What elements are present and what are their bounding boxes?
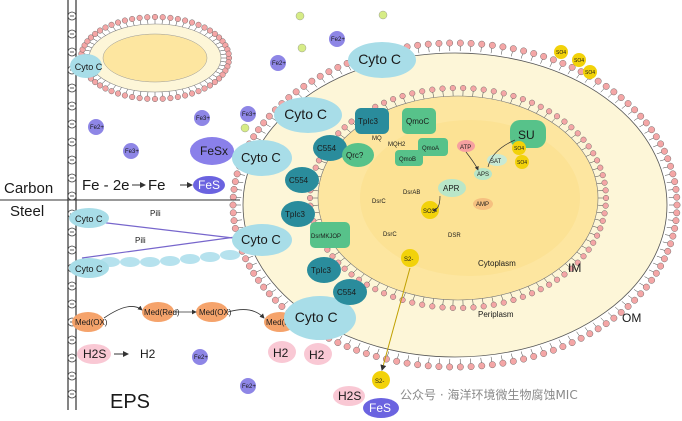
apr-label: APR: [443, 184, 460, 193]
mqh2-label: MQH2: [388, 142, 406, 148]
so4-ion: SO4: [556, 50, 566, 56]
dsrmkjop-label: DsrMKJOP: [311, 234, 341, 240]
im-label: IM: [568, 261, 581, 275]
fe-oxidation-label: Fe - 2e: [82, 177, 130, 194]
cyto-c-group: Cyto C Cyto C Cyto C Cyto C Cyto C Cyto C Cyto…: [69, 42, 416, 340]
cyto-c-label: Cyto C: [295, 309, 338, 325]
pili-lower-label: Pili: [135, 236, 146, 245]
fe2-product-label: Fe: [148, 177, 166, 194]
fe3-ion: Fe3+: [196, 116, 210, 122]
watermark: 公众号 · 海洋环境微生物腐蚀MIC: [400, 387, 578, 402]
vesicle: [77, 13, 232, 102]
su-label: SU: [518, 128, 535, 142]
so4-ion: SO4: [574, 58, 584, 64]
carbon-label: Carbon: [4, 180, 53, 197]
cyto-c-label: Cyto C: [75, 62, 103, 72]
cyto-c-label: Cyto C: [75, 214, 103, 224]
fesx-blob: [190, 137, 234, 165]
cytoplasm-label: Cytoplasm: [478, 259, 516, 268]
h2-left: H2: [140, 347, 156, 361]
qmob-label: QmoB: [399, 157, 416, 163]
tplc3-label: TpIc3: [311, 266, 332, 275]
pilus-lower: [81, 234, 251, 259]
qmoc-label: QmoC: [406, 117, 429, 126]
fe2-ion: Fe2+: [331, 37, 345, 43]
so3-label: SO3: [423, 209, 436, 215]
ion-markers: Fe2+Fe3+Fe3+Fe2+Fe2+Fe3+Fe2+Fe2+SO4SO4SO…: [88, 10, 597, 394]
s2-inner-label: S2-: [404, 257, 413, 263]
aps-label: APS: [477, 172, 489, 178]
pili-upper-label: Pili: [150, 209, 161, 218]
so4-ion: SO4: [517, 160, 527, 166]
dsrab-label: DsrAB: [403, 190, 420, 196]
protein-complexes: TpIc3 QmoC Qrc? MQ MQH2 QmoA QmoB DsrMKJ…: [310, 108, 641, 371]
cyto-c-label: Cyto C: [75, 264, 103, 274]
c554-label: C554: [317, 144, 337, 153]
sat-label: SAT: [490, 159, 502, 165]
fesx-label: FeSx: [200, 144, 228, 158]
h2-b: H2: [309, 348, 325, 362]
qrc-label: Qrc?: [346, 151, 364, 160]
fe3-ion: Fe3+: [125, 149, 139, 155]
c554-label: C554: [289, 176, 309, 185]
tplc3-1: TpIc3: [358, 117, 379, 126]
h2-a: H2: [273, 346, 289, 360]
dsrc-1: DsrC: [372, 199, 386, 205]
pilus-upper: [81, 219, 251, 241]
med-ox-2: Med(OX): [199, 308, 232, 317]
fe2-ion: Fe2+: [194, 355, 208, 361]
fe3-ion: Fe3+: [242, 112, 256, 118]
fe2-ion: Fe2+: [90, 125, 104, 131]
fes-bottom: FeS: [369, 401, 391, 415]
dsrc-2: DsrC: [383, 232, 397, 238]
eps-label: EPS: [110, 391, 150, 413]
cyto-c-label: Cyto C: [284, 106, 327, 122]
amp-label: AMP: [476, 202, 489, 208]
med-ox-1: Med(OX): [75, 318, 108, 327]
qmoa-label: QmoA: [422, 146, 439, 152]
mq-label: MQ: [372, 136, 382, 142]
med-red-2: Med(Red): [266, 318, 302, 327]
cyto-c-label: Cyto C: [358, 51, 401, 67]
med-red-1: Med(Red): [144, 308, 180, 317]
so4-ion: SO4: [585, 70, 595, 76]
atp-label: ATP: [460, 145, 471, 151]
fes-product-label: FeS: [198, 178, 220, 192]
steel-label: Steel: [10, 203, 44, 220]
h2s-left: H2S: [83, 347, 106, 361]
om-label: OM: [622, 311, 641, 325]
fes-blob: [193, 176, 225, 194]
dsr-label: DSR: [448, 233, 461, 239]
periplasm-label: Periplasm: [478, 310, 514, 319]
tplc3-label: TpIc3: [285, 210, 306, 219]
fe2-ion: Fe2+: [242, 384, 256, 390]
so4-ion: SO4: [514, 146, 524, 152]
h2s-bottom: H2S: [338, 389, 361, 403]
cyto-c-label: Cyto C: [241, 150, 281, 165]
s2-bottom: S2-: [375, 379, 384, 385]
fe2-ion: Fe2+: [272, 61, 286, 67]
cyto-c-label: Cyto C: [241, 232, 281, 247]
c554-label: C554: [337, 288, 357, 297]
